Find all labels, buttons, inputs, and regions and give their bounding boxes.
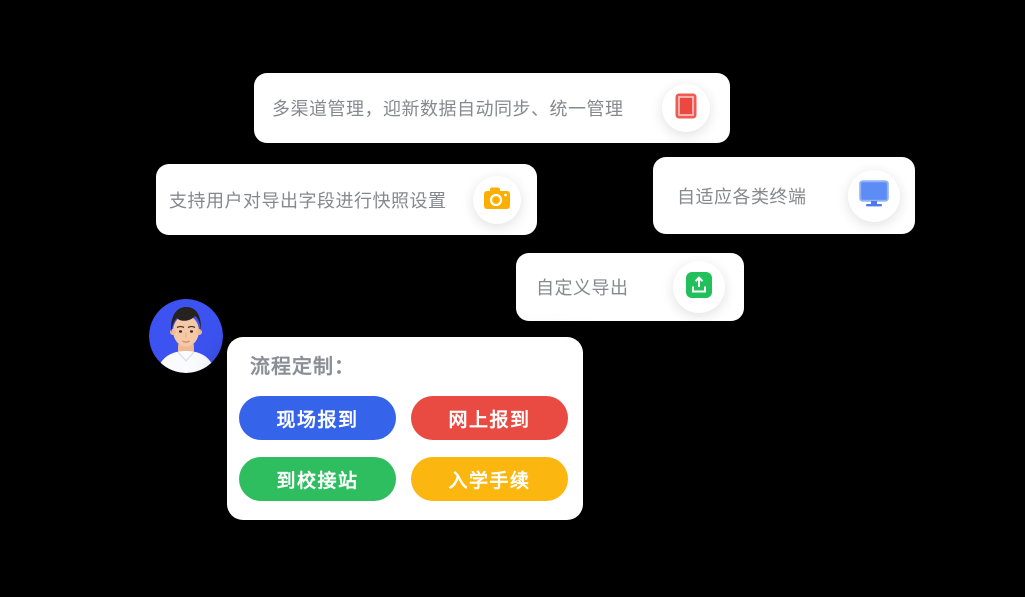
- callout-snapshot-text: 支持用户对导出字段进行快照设置: [169, 190, 447, 212]
- tablet-icon: [674, 92, 698, 124]
- flow-button-campus-pickup[interactable]: 到校接站: [239, 457, 396, 501]
- camera-icon: [483, 186, 511, 214]
- flow-customization-card: 流程定制： 现场报到 网上报到 到校接站 入学手续: [227, 337, 583, 520]
- callout-multichannel: 多渠道管理，迎新数据自动同步、统一管理: [254, 73, 730, 143]
- flow-button-enrollment-proc[interactable]: 入学手续: [411, 457, 568, 501]
- callout-adaptive-text: 自适应各类终端: [677, 186, 807, 208]
- callout-snapshot: 支持用户对导出字段进行快照设置: [156, 164, 537, 235]
- flow-card-title: 流程定制：: [250, 354, 355, 378]
- flow-button-grid: 现场报到 网上报到 到校接站 入学手续: [239, 396, 568, 501]
- monitor-icon-circle: [848, 169, 900, 222]
- upload-icon: [686, 272, 712, 302]
- user-avatar: [149, 299, 223, 373]
- callout-export: 自定义导出: [516, 253, 744, 321]
- monitor-icon: [859, 180, 889, 211]
- upload-icon-circle: [673, 261, 725, 313]
- callout-adaptive: 自适应各类终端: [653, 157, 915, 234]
- callout-export-text: 自定义导出: [536, 278, 629, 299]
- flow-button-online-checkin[interactable]: 网上报到: [411, 396, 568, 440]
- tablet-icon-circle: [662, 84, 710, 132]
- callout-multichannel-text: 多渠道管理，迎新数据自动同步、统一管理: [272, 99, 624, 120]
- camera-icon-circle: [473, 175, 521, 224]
- flow-button-onsite-checkin[interactable]: 现场报到: [239, 396, 396, 440]
